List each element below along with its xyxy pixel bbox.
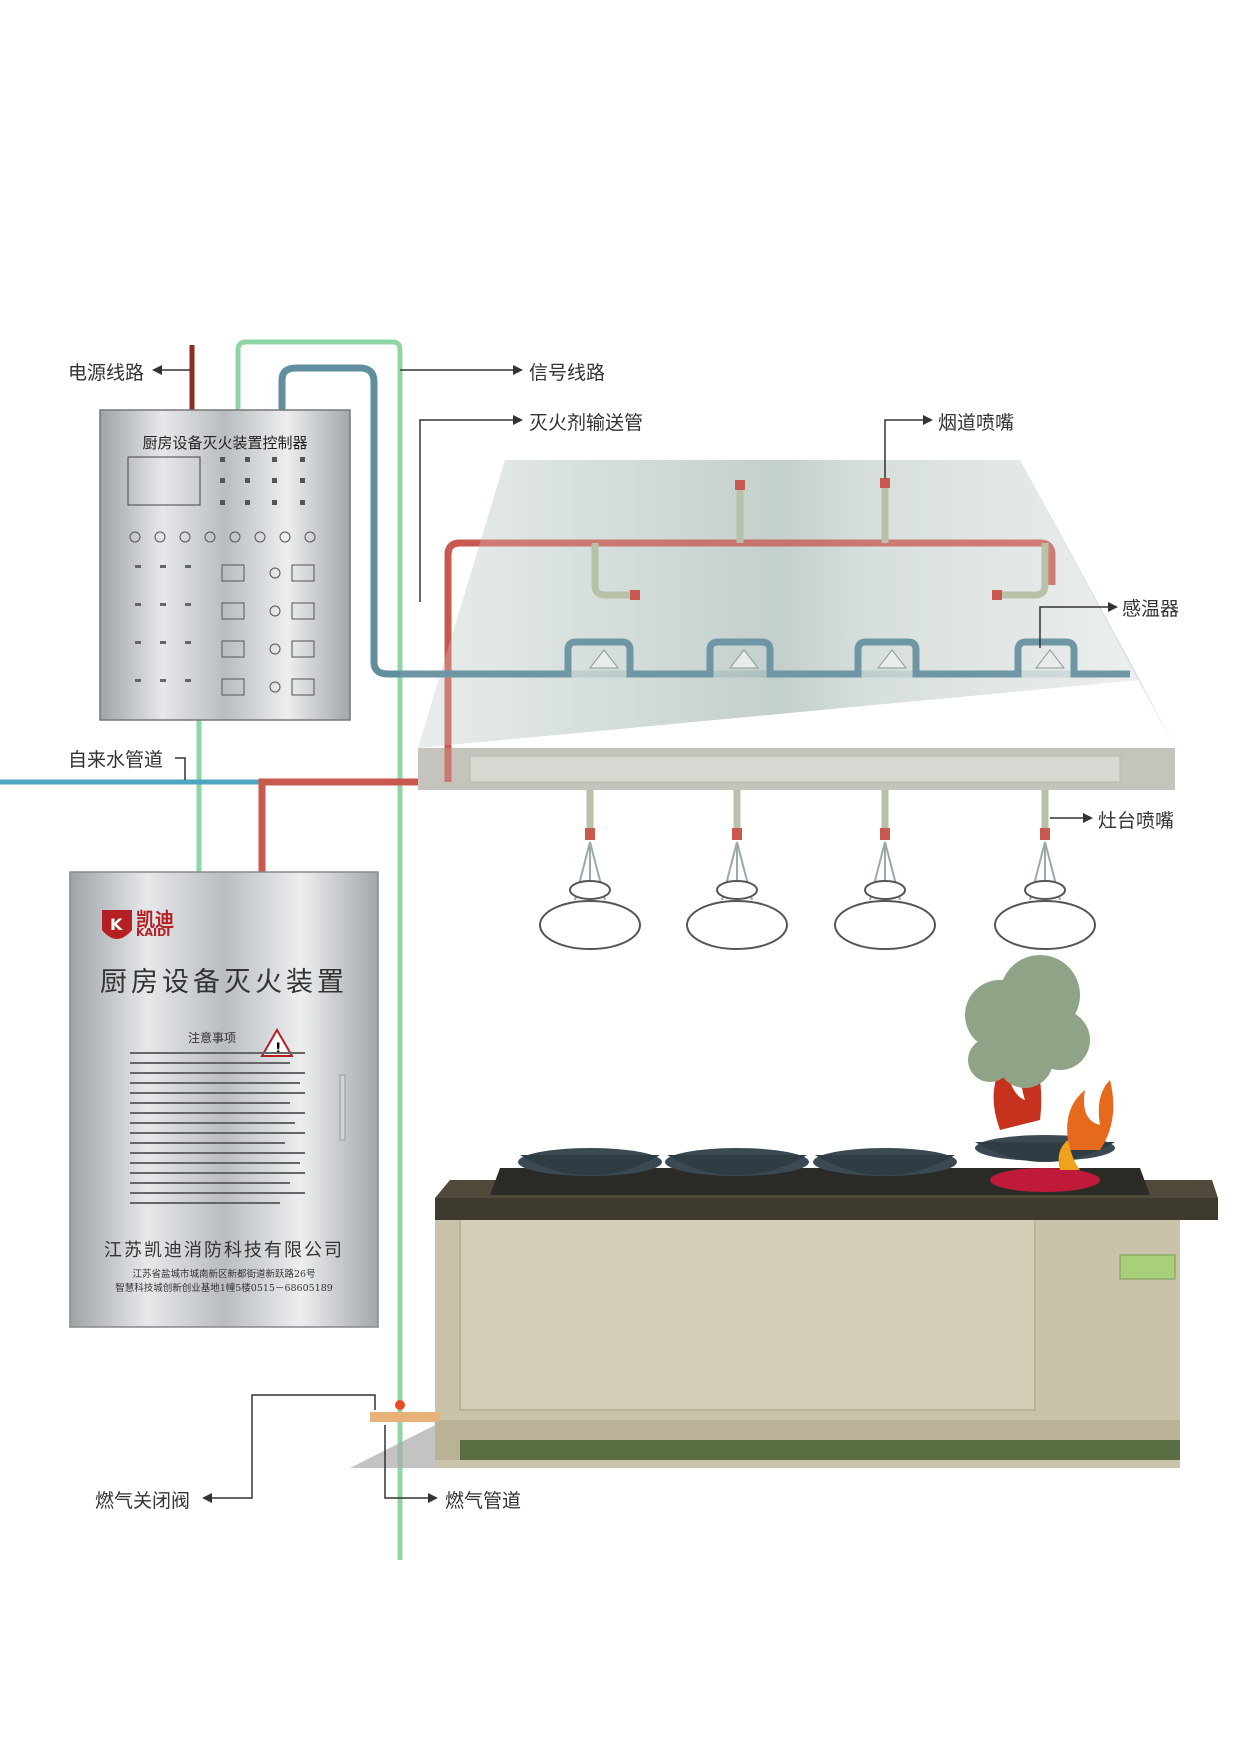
gas-pipe-label: 燃气管道 (445, 1490, 522, 1512)
suppression-cabinet: K ! (69, 871, 379, 1328)
gas-line (370, 1400, 440, 1422)
water-pipe-label: 自来水管道 (68, 749, 164, 771)
power-line-label: 电源线路 (68, 362, 145, 384)
flue-nozzle-label: 烟道喷嘴 (938, 412, 1015, 434)
svg-text:!: ! (275, 1041, 281, 1057)
gas-valve-label: 燃气关闭阀 (95, 1490, 191, 1512)
controller-panel (99, 409, 351, 721)
sensor-loop (400, 638, 1130, 678)
range-hood (418, 460, 1175, 790)
temp-sensors (588, 649, 1066, 669)
company-address-2: 智慧科技城创新创业基地1幢5楼0515－68605189 (115, 1283, 333, 1294)
company-address-1: 江苏省盐城市城南新区新都街道新跃路26号 (132, 1269, 316, 1280)
arrowheads (152, 365, 1118, 1503)
signal-line (235, 339, 403, 1560)
company-name: 江苏凯迪消防科技有限公司 (104, 1240, 344, 1261)
warning-icon (260, 1027, 294, 1057)
cabinet-title: 厨房设备灭火装置 (100, 967, 348, 998)
temp-sensor-label: 感温器 (1122, 598, 1180, 620)
kaidi-logo (102, 910, 132, 939)
controller-title: 厨房设备灭火装置控制器 (142, 434, 308, 452)
brand-name-en: KAIDI (136, 926, 171, 939)
agent-pipe-horizontal (258, 778, 1049, 872)
leader-lines (160, 369, 1110, 1499)
cooking-counter (350, 1168, 1218, 1468)
flue-nozzles (591, 478, 1049, 600)
fire-and-smoke (965, 955, 1114, 1170)
stove-nozzle-label: 灶台喷嘴 (1098, 810, 1175, 832)
sensor-cable (278, 364, 1130, 678)
signal-line-label: 信号线路 (529, 362, 606, 384)
stove-nozzles (539, 790, 1096, 950)
svg-text:K: K (110, 915, 123, 934)
agent-pipe-label: 灭火剂输送管 (529, 412, 644, 434)
brand-name-cn: 凯迪 (136, 909, 175, 931)
notice-title: 注意事项 (188, 1031, 237, 1045)
